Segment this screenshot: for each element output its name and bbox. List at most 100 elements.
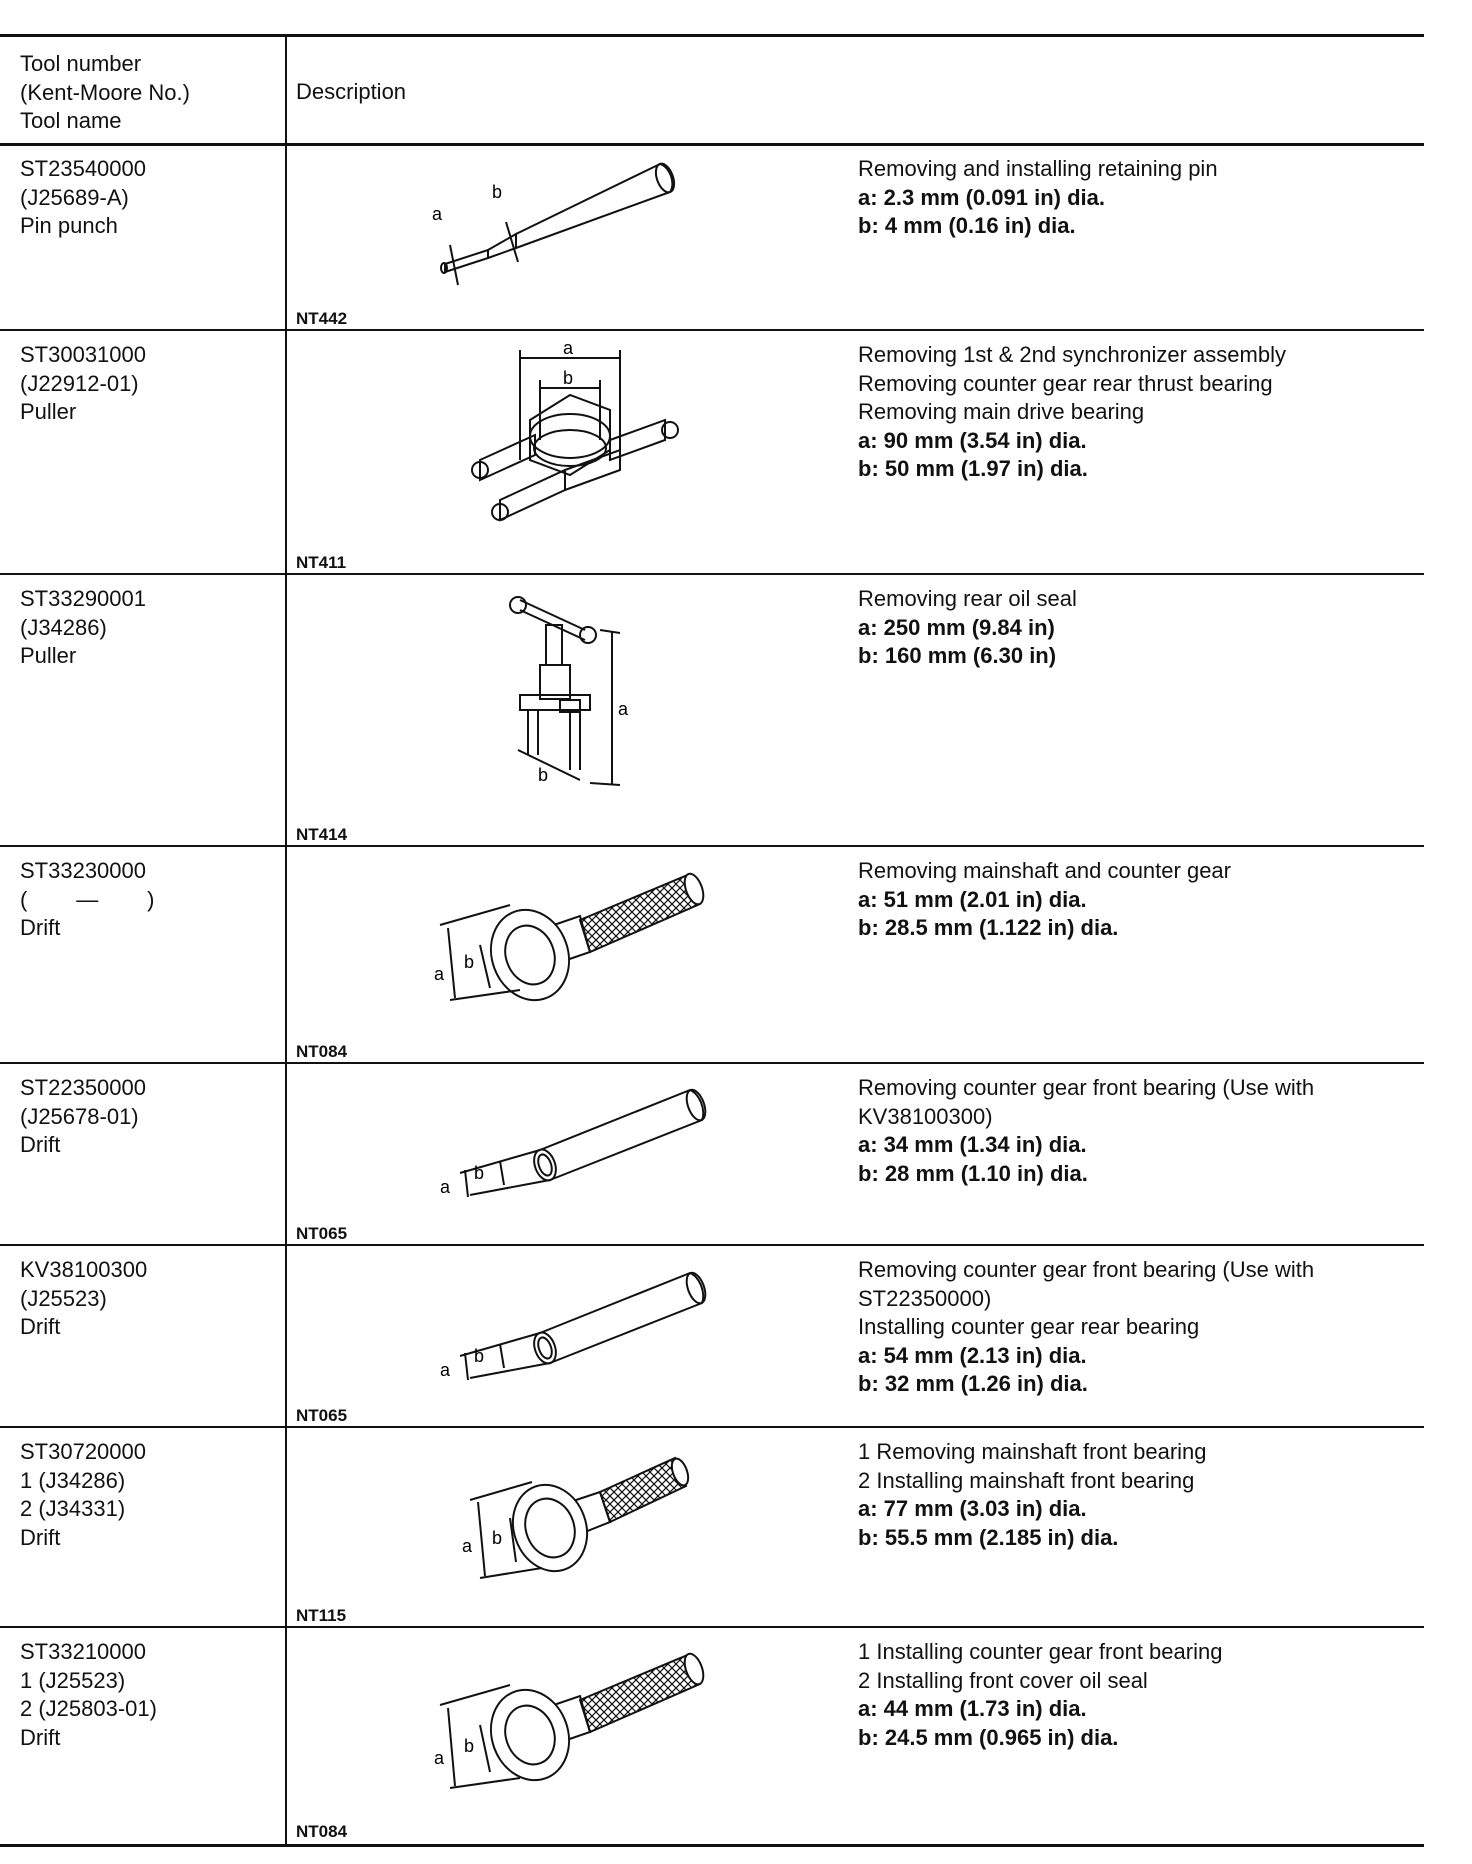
kent-moore-number: 1 (J34286) — [20, 1467, 126, 1493]
dimension-a: a: 44 mm (1.73 in) dia. — [858, 1696, 1087, 1721]
bearing-puller-icon: a b — [460, 340, 690, 540]
figure-code: NT115 — [296, 1606, 347, 1625]
figure-label-b: b — [474, 1163, 484, 1183]
figure-label-b: b — [464, 952, 474, 972]
description-cell: Removing counter gear front bearing (Use… — [858, 1256, 1418, 1399]
dimension-a: a: 51 mm (2.01 in) dia. — [858, 886, 1087, 912]
tool-number: ST33210000 — [20, 1639, 146, 1664]
figure-label-b: b — [563, 368, 573, 388]
dimension-b: b: 28 mm (1.10 in) dia. — [858, 1160, 1088, 1186]
tool-name: Drift — [20, 1724, 61, 1750]
knurled-drift-icon: a b — [420, 1640, 710, 1810]
tool-number: ST33230000 — [20, 858, 146, 883]
kent-moore-number: (J25523) — [20, 1285, 107, 1311]
figure-code: NT065 — [296, 1224, 348, 1243]
tool-number: ST22350000 — [20, 1075, 146, 1100]
usage-line: Removing counter gear rear thrust bearin… — [858, 370, 1273, 396]
tool-name: Puller — [20, 643, 77, 668]
kent-moore-number: (J34286) — [20, 614, 107, 640]
figure-label-b: b — [474, 1346, 484, 1366]
usage-line: Removing mainshaft and counter gear — [858, 858, 1231, 883]
row-divider — [0, 1426, 1424, 1428]
dimension-b: b: 160 mm (6.30 in) — [858, 643, 1057, 668]
figure-label-a: a — [440, 1360, 451, 1380]
tool-name: Pin punch — [20, 213, 118, 238]
kent-moore-number: 2 (J25803-01) — [20, 1696, 157, 1721]
figure-label-a: a — [563, 340, 574, 358]
pin-punch-icon: a b — [420, 150, 710, 290]
figure-label-a: a — [440, 1177, 451, 1197]
usage-line: KV38100300) — [858, 1103, 993, 1129]
figure-code: NT065 — [296, 1406, 348, 1425]
usage-line: ST22350000) — [858, 1285, 992, 1311]
table-bottom-rule — [0, 1844, 1424, 1847]
tool-cell: ST33230000 ( — ) Drift — [20, 857, 154, 943]
usage-line: Removing rear oil seal — [858, 586, 1077, 611]
dimension-a: a: 54 mm (2.13 in) dia. — [858, 1342, 1087, 1368]
dimension-b: b: 4 mm (0.16 in) dia. — [858, 213, 1076, 238]
header-description-column: Description — [296, 79, 407, 104]
figure-label-a: a — [432, 204, 443, 224]
description-cell: Removing 1st & 2nd synchronizer assembly… — [858, 341, 1418, 484]
figure-code: NT084 — [296, 1822, 348, 1841]
row-divider — [0, 1062, 1424, 1064]
figure-code: NT442 — [296, 309, 348, 328]
header-tool-line: (Kent-Moore No.) — [20, 79, 190, 105]
tool-name: Drift — [20, 1132, 61, 1157]
row-divider — [0, 1626, 1424, 1628]
tool-cell: KV38100300 (J25523) Drift — [20, 1256, 147, 1342]
row-divider — [0, 1244, 1424, 1246]
description-cell: Removing and installing retaining pin a:… — [858, 155, 1418, 241]
knurled-drift-icon: a b — [420, 860, 710, 1030]
tool-cell: ST22350000 (J25678-01) Drift — [20, 1074, 146, 1160]
row-divider — [0, 329, 1424, 331]
dimension-a: a: 77 mm (3.03 in) dia. — [858, 1496, 1087, 1521]
dimension-a: a: 2.3 mm (0.091 in) dia. — [858, 184, 1105, 210]
dimension-b: b: 50 mm (1.97 in) dia. — [858, 456, 1088, 481]
usage-line: 1 Removing mainshaft front bearing — [858, 1439, 1207, 1464]
header-tool-line: Tool name — [20, 108, 122, 133]
dimension-a: a: 34 mm (1.34 in) dia. — [858, 1132, 1087, 1157]
figure-code: NT084 — [296, 1042, 348, 1061]
tube-drift-icon: a b — [430, 1258, 710, 1388]
header-bottom-rule — [0, 143, 1424, 146]
description-cell: Removing rear oil seal a: 250 mm (9.84 i… — [858, 585, 1418, 671]
dimension-b: b: 28.5 mm (1.122 in) dia. — [858, 915, 1119, 940]
usage-line: Removing counter gear front bearing (Use… — [858, 1075, 1315, 1100]
tool-number: ST33290001 — [20, 586, 146, 611]
usage-line: Removing counter gear front bearing (Use… — [858, 1257, 1315, 1282]
tool-name: Drift — [20, 1524, 61, 1550]
dimension-b: b: 24.5 mm (0.965 in) dia. — [858, 1724, 1119, 1750]
tool-name: Drift — [20, 1314, 61, 1339]
figure-code: NT414 — [296, 825, 348, 844]
tool-name: Puller — [20, 399, 77, 424]
dimension-b: b: 32 mm (1.26 in) dia. — [858, 1371, 1088, 1396]
figure-label-a: a — [434, 1748, 445, 1768]
tool-cell: ST23540000 (J25689-A) Pin punch — [20, 155, 146, 241]
figure-code: NT411 — [296, 553, 347, 572]
kent-moore-number: ( — ) — [20, 886, 155, 912]
tool-number: ST23540000 — [20, 156, 146, 181]
tool-cell: ST30720000 1 (J34286) 2 (J34331) Drift — [20, 1438, 146, 1552]
tool-number: ST30720000 — [20, 1439, 146, 1464]
row-divider — [0, 573, 1424, 575]
column-divider — [285, 37, 287, 1845]
description-cell: 1 Installing counter gear front bearing … — [858, 1638, 1418, 1752]
figure-label-a: a — [618, 699, 629, 719]
figure-label-a: a — [462, 1536, 473, 1556]
kent-moore-number: (J22912-01) — [20, 370, 139, 396]
figure-label-a: a — [434, 964, 445, 984]
dimension-b: b: 55.5 mm (2.185 in) dia. — [858, 1524, 1119, 1550]
tool-cell: ST33290001 (J34286) Puller — [20, 585, 146, 671]
header-tool-column: Tool number (Kent-Moore No.) Tool name — [20, 50, 190, 136]
figure-label-b: b — [492, 1528, 502, 1548]
usage-line: Installing counter gear rear bearing — [858, 1314, 1200, 1339]
figure-label-b: b — [464, 1736, 474, 1756]
oil-seal-puller-icon: a b — [500, 585, 650, 795]
figure-label-b: b — [492, 182, 502, 202]
kent-moore-number: 2 (J34331) — [20, 1496, 126, 1521]
description-cell: 1 Removing mainshaft front bearing 2 Ins… — [858, 1438, 1418, 1552]
tube-drift-icon: a b — [430, 1075, 710, 1205]
figure-label-b: b — [538, 765, 548, 785]
